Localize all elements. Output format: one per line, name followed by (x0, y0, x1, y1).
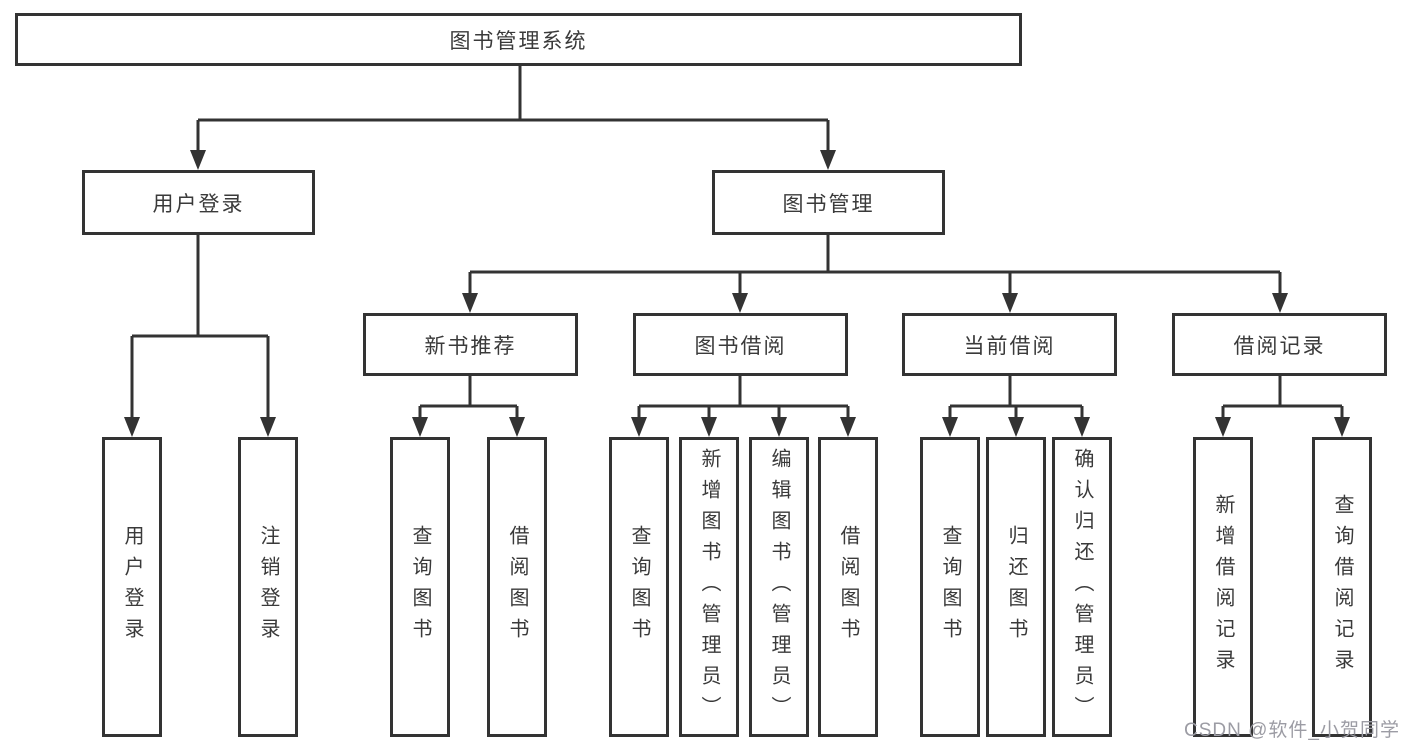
leaf-label: 注销登录 (257, 525, 279, 649)
node-label: 图书管理系统 (449, 29, 588, 53)
node-label: 用户登录 (152, 192, 245, 216)
node-label: 图书管理 (782, 192, 875, 216)
leaf-edit-books-admin: 编辑图书（管理员） (749, 437, 809, 737)
leaf-logout: 注销登录 (238, 437, 298, 737)
leaf-user-login: 用户登录 (102, 437, 162, 737)
node-label: 新书推荐 (424, 334, 517, 358)
node-user-login: 用户登录 (82, 170, 315, 235)
leaf-label: 新增图书（管理员） (698, 447, 720, 727)
arrowheads (124, 150, 1350, 437)
node-current-borrow: 当前借阅 (902, 313, 1117, 376)
leaf-borrow-books: 借阅图书 (818, 437, 878, 737)
leaf-label: 新增借阅记录 (1212, 494, 1234, 680)
leaf-label: 用户登录 (121, 525, 143, 649)
leaf-label: 编辑图书（管理员） (768, 447, 790, 727)
leaf-query-books-recommend: 查询图书 (390, 437, 450, 737)
node-label: 图书借阅 (694, 334, 787, 358)
node-book-borrow: 图书借阅 (633, 313, 848, 376)
node-label: 当前借阅 (963, 334, 1056, 358)
leaf-label: 确认归还（管理员） (1071, 447, 1093, 727)
csdn-watermark: CSDN @软件_小贺同学 (1184, 720, 1400, 741)
leaf-label: 归还图书 (1005, 525, 1027, 649)
leaf-label: 借阅图书 (837, 525, 859, 649)
node-new-book-recommend: 新书推荐 (363, 313, 578, 376)
leaf-return-books: 归还图书 (986, 437, 1046, 737)
leaf-label: 查询图书 (628, 525, 650, 649)
leaf-query-books-borrow: 查询图书 (609, 437, 669, 737)
leaf-query-books-current: 查询图书 (920, 437, 980, 737)
leaf-borrow-books-recommend: 借阅图书 (487, 437, 547, 737)
node-library-system: 图书管理系统 (15, 13, 1022, 66)
leaf-add-borrow-record: 新增借阅记录 (1193, 437, 1253, 737)
leaf-label: 查询图书 (939, 525, 961, 649)
leaf-query-borrow-record: 查询借阅记录 (1312, 437, 1372, 737)
leaf-label: 查询借阅记录 (1331, 494, 1353, 680)
node-borrow-records: 借阅记录 (1172, 313, 1387, 376)
node-label: 借阅记录 (1233, 334, 1326, 358)
leaf-label: 借阅图书 (506, 525, 528, 649)
leaf-add-books-admin: 新增图书（管理员） (679, 437, 739, 737)
node-book-management: 图书管理 (712, 170, 945, 235)
leaf-confirm-return-admin: 确认归还（管理员） (1052, 437, 1112, 737)
leaf-label: 查询图书 (409, 525, 431, 649)
